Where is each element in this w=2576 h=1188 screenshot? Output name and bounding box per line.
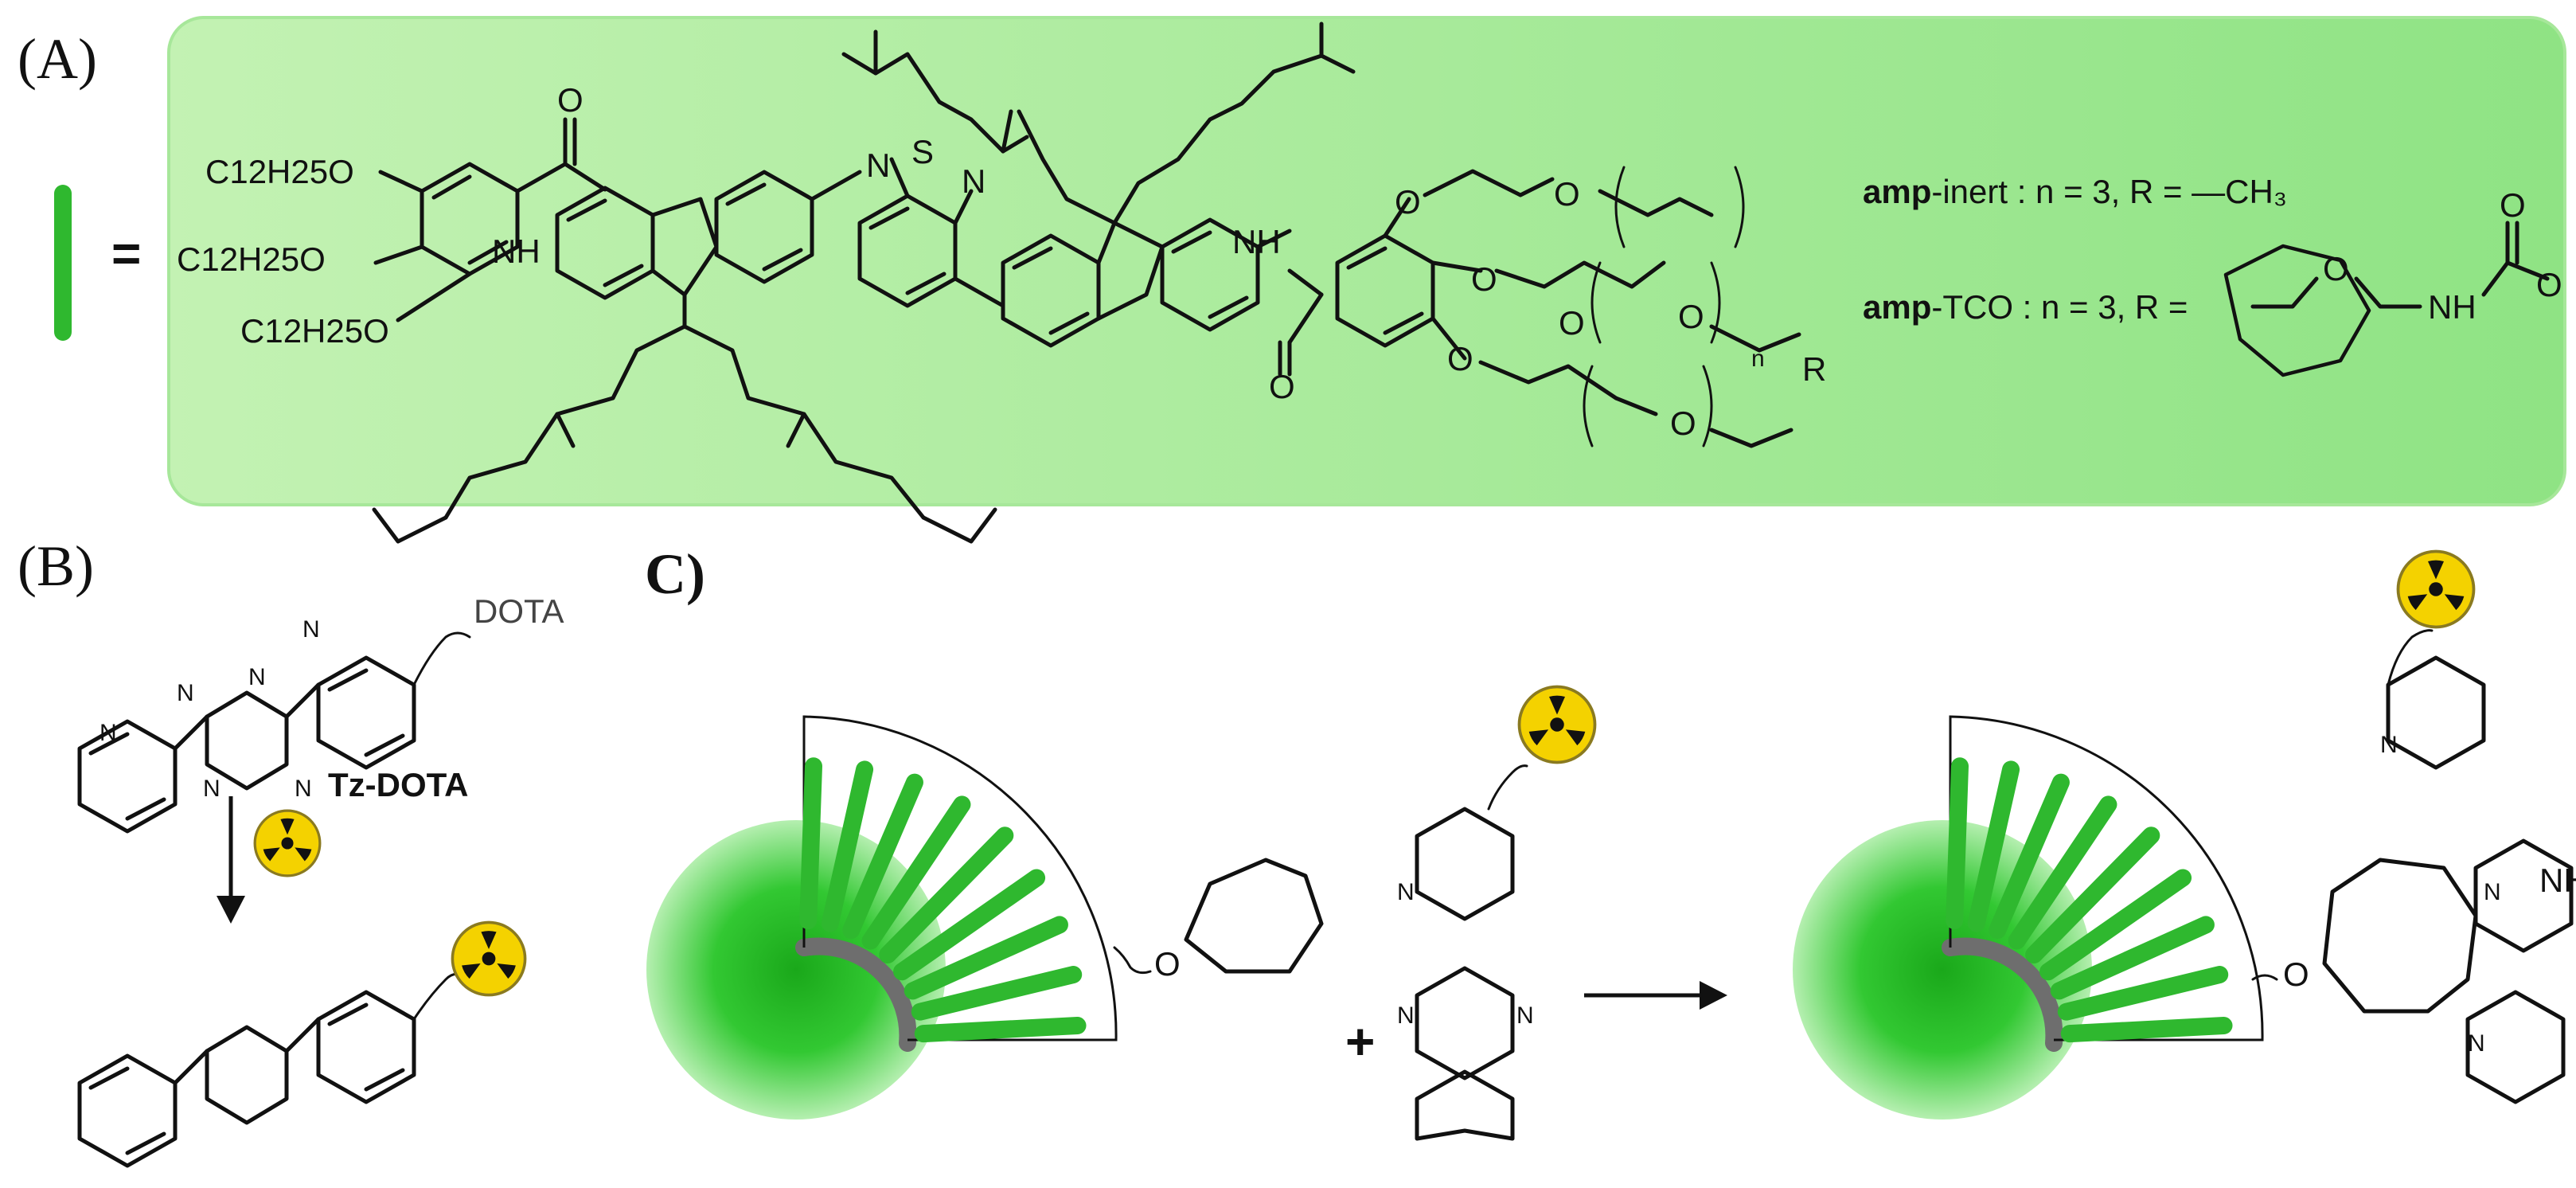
peg-o-7: O	[1670, 404, 1696, 442]
radio-symbol-b-arrow	[253, 809, 322, 877]
ligand-legend-bar	[54, 185, 72, 341]
tz-dota-n1: N	[177, 680, 194, 706]
ligand-strand	[2025, 827, 2160, 964]
product-nh: NH	[2539, 862, 2576, 899]
peg-o-6: O	[1678, 298, 1704, 335]
panel-b-label: (B)	[18, 534, 94, 598]
ligand-strand	[1967, 760, 2020, 932]
ligand-strand	[1989, 773, 2070, 940]
peg-o-1: O	[1395, 183, 1421, 221]
peg-r-label: R	[1802, 350, 1826, 388]
tetrazine-n-3: N	[1516, 1002, 1534, 1029]
tz-dota-n4: N	[203, 776, 221, 802]
amide-left-nh: NH	[492, 233, 541, 270]
tz-dota-dota-label: DOTA	[474, 592, 564, 630]
thiadiazole-n-right: N	[962, 162, 986, 200]
tco-o1: O	[2323, 250, 2349, 287]
tz-dota-n3: N	[295, 776, 312, 802]
dodecyloxy-middle: C12H25O	[177, 240, 326, 278]
ligand-strand	[1946, 757, 1969, 930]
tz-dota-n5: N	[302, 616, 320, 643]
radio-symbol-product	[2396, 549, 2476, 629]
tz-dota-name: Tz-DOTA	[328, 766, 469, 803]
tz-dota-n6: N	[100, 720, 117, 746]
amide-left-o: O	[557, 81, 584, 119]
tco-o-left: O	[1154, 945, 1181, 983]
tco-group-left	[1113, 858, 1324, 975]
left-fluorene	[555, 170, 862, 329]
ligand-strand	[914, 1016, 1087, 1043]
labeling-arrow-head	[217, 896, 245, 924]
tetrazine-n-1: N	[1397, 879, 1415, 905]
reaction-plus: +	[1345, 1013, 1375, 1070]
click-product	[2251, 629, 2574, 1104]
radio-symbol-reagent	[1517, 685, 1597, 764]
ligand-strand	[799, 757, 823, 930]
tetrazine-n-2: N	[1397, 1002, 1415, 1029]
right-fluorene	[1001, 217, 1292, 348]
ligand-strand	[842, 773, 923, 940]
ligand-strand	[821, 760, 874, 932]
ligand-fan-right	[1946, 757, 2233, 1043]
right-benzene-ring	[1278, 197, 1483, 377]
amp-inert-definition: amp-inert : n = 3, R = —CH₃	[1863, 173, 2287, 210]
reaction-arrow-head	[1700, 981, 1727, 1010]
tco-linker	[2223, 221, 2550, 377]
top-alkyl-chains	[841, 21, 1356, 225]
dodecyloxy-top: C12H25O	[205, 153, 354, 190]
radiolabeled-tetrazine	[77, 972, 463, 1168]
ligand-strand	[2050, 916, 2215, 1000]
ligand-strand	[2060, 1016, 2233, 1043]
tetrazine-reagent	[1415, 764, 1528, 1141]
product-n: N	[2484, 879, 2501, 905]
panel-c-label: C)	[645, 542, 705, 606]
left-alkyl-chains	[372, 324, 997, 544]
radio-symbol-b-product	[451, 920, 527, 997]
product-n-pyr-2: N	[2468, 1030, 2485, 1057]
tco-o2: O	[2500, 186, 2526, 224]
product-n-pyr-1: N	[2380, 732, 2398, 758]
peg-n-label: n	[1751, 346, 1765, 372]
ligand-strand	[893, 869, 1046, 981]
product-o: O	[2283, 955, 2309, 993]
left-benzene-ring	[373, 117, 607, 322]
ligand-strand	[911, 966, 1083, 1021]
panel-a-label: (A)	[18, 27, 97, 91]
ligand-fan-left	[799, 757, 1087, 1043]
peg-o-2: O	[1554, 175, 1580, 213]
thiadiazole-s: S	[911, 133, 934, 170]
peg-o-4: O	[1559, 304, 1585, 342]
tco-o3: O	[2536, 266, 2562, 303]
amide-right-nh: NH	[1232, 223, 1281, 260]
ligand-strand	[904, 916, 1068, 1000]
tz-dota-n2: N	[248, 664, 266, 690]
ligand-strand	[879, 827, 1014, 964]
dodecyloxy-bottom: C12H25O	[240, 312, 389, 350]
peg-o-3: O	[1471, 260, 1497, 298]
tco-nh: NH	[2428, 288, 2476, 326]
amp-tco-definition: amp-TCO : n = 3, R =	[1863, 288, 2188, 326]
panel-a-background	[167, 16, 2566, 506]
thiadiazole-n-left: N	[866, 147, 890, 184]
ligand-strand	[2008, 795, 2117, 950]
amide-right-o: O	[1269, 368, 1295, 405]
tz-dota-molecule	[77, 631, 471, 834]
benzothiadiazole	[857, 157, 1005, 308]
ligand-strand	[2039, 869, 2192, 981]
equals-sign: =	[111, 225, 141, 282]
ligand-strand	[2057, 966, 2229, 1021]
peg-o-5: O	[1447, 340, 1473, 377]
peg-chains	[1423, 166, 1801, 448]
ligand-strand	[861, 795, 971, 950]
